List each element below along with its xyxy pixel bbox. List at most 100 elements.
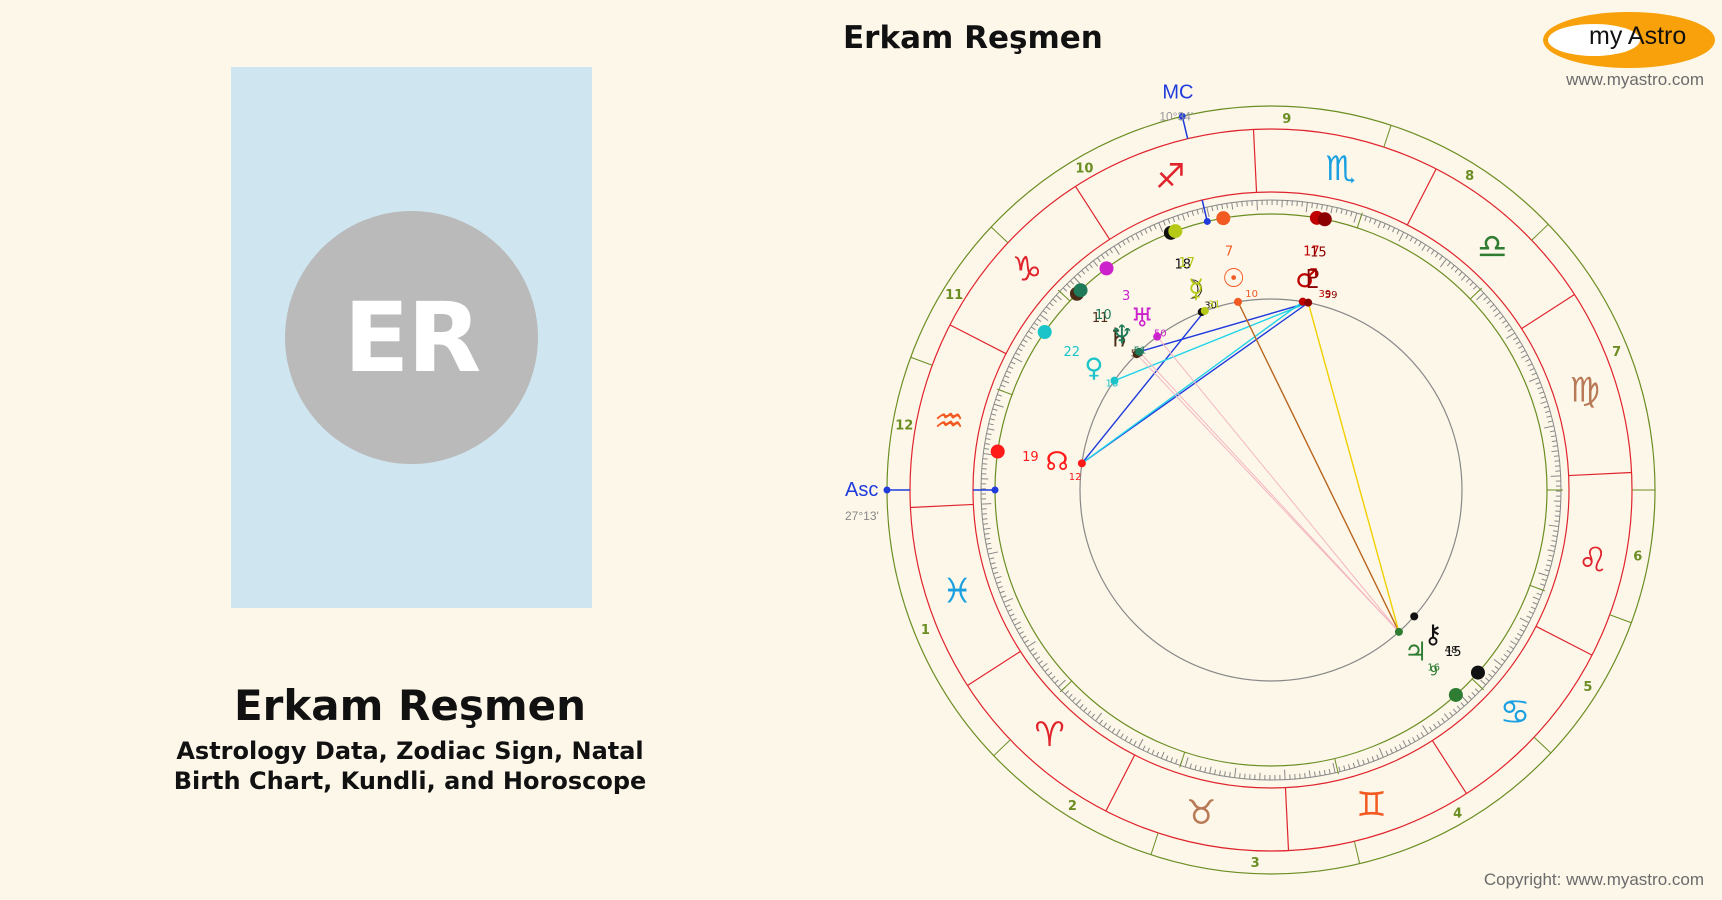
degree-tick	[989, 418, 995, 421]
degree-tick	[1421, 244, 1427, 251]
degree-tick	[1480, 679, 1487, 686]
degree-tick	[1454, 268, 1459, 273]
degree-tick	[992, 408, 998, 411]
degree-tick	[1458, 271, 1463, 276]
planet-degree: 7	[1225, 245, 1233, 260]
degree-tick	[1044, 668, 1050, 673]
degree-tick	[1503, 653, 1509, 658]
degree-tick	[983, 527, 991, 530]
degree-tick	[1117, 243, 1122, 248]
degree-tick	[1184, 757, 1189, 768]
degree-tick	[1488, 673, 1493, 678]
degree-tick	[1135, 233, 1140, 240]
degree-tick	[1377, 221, 1382, 229]
degree-tick	[1130, 235, 1135, 241]
degree-tick	[1441, 717, 1446, 723]
degree-tick	[1081, 270, 1086, 275]
degree-tick	[1057, 679, 1066, 688]
planet-degree: 19	[1022, 450, 1039, 465]
degree-tick	[1111, 728, 1116, 733]
degree-tick	[1054, 679, 1059, 684]
planet-minutes: 30	[1204, 301, 1217, 312]
mc-line	[1201, 199, 1209, 222]
degree-tick	[1420, 732, 1425, 737]
degree-tick	[1128, 738, 1133, 744]
degree-tick	[1353, 212, 1358, 223]
degree-tick	[1139, 230, 1144, 236]
sign-virgo-icon: ♍	[1570, 370, 1600, 410]
saturn-icon: ♄	[1107, 323, 1130, 353]
degree-tick	[1036, 318, 1042, 323]
mc-line	[1181, 116, 1189, 139]
degree-tick	[1030, 326, 1036, 331]
degree-tick	[1552, 535, 1558, 537]
degree-tick	[1006, 370, 1012, 374]
degree-tick	[982, 523, 989, 525]
degree-tick	[1529, 367, 1535, 372]
planet-degree: 11	[1092, 311, 1109, 326]
degree-tick	[1548, 554, 1554, 557]
degree-tick	[1509, 645, 1514, 650]
degree-tick	[1438, 255, 1443, 261]
degree-tick	[1064, 690, 1070, 695]
degree-tick	[1429, 726, 1433, 732]
degree-tick	[1546, 415, 1552, 418]
site-url-link[interactable]: www.myastro.com	[1566, 70, 1704, 89]
chart-title: Erkam Reşmen	[843, 20, 1103, 56]
degree-tick	[1085, 266, 1090, 272]
degree-tick	[991, 413, 997, 416]
degree-tick	[1079, 704, 1084, 709]
outer-house-ring	[886, 105, 1656, 875]
degree-tick	[1517, 633, 1522, 637]
myastro-logo[interactable]: my Astro	[1543, 12, 1715, 68]
sign-boundary	[1252, 129, 1258, 193]
degree-tick	[996, 394, 1003, 397]
pluto-icon: ♇	[1301, 265, 1324, 295]
degree-tick	[1229, 772, 1231, 778]
degree-tick	[1343, 765, 1346, 771]
degree-tick	[1498, 315, 1504, 320]
asc-marker	[883, 486, 891, 494]
degree-tick	[1394, 746, 1398, 752]
house-cusp-inner	[1469, 287, 1483, 300]
degree-tick	[1537, 386, 1543, 390]
planet-degree: 15	[1310, 246, 1327, 261]
degree-tick	[1452, 708, 1457, 714]
degree-tick	[1304, 772, 1306, 779]
degree-tick	[1526, 615, 1532, 619]
degree-tick	[1338, 766, 1341, 772]
house-cusp-inner	[1057, 289, 1071, 302]
degree-tick	[993, 403, 1004, 408]
degree-tick	[1553, 455, 1560, 457]
degree-tick	[1543, 425, 1554, 429]
degree-tick	[986, 542, 992, 545]
degree-tick	[1029, 648, 1035, 652]
degree-tick	[1308, 770, 1311, 778]
sign-boundary	[1521, 294, 1575, 330]
degree-tick	[1014, 621, 1021, 626]
degree-tick	[1142, 745, 1146, 751]
degree-tick	[1156, 751, 1160, 757]
degree-tick	[1069, 280, 1075, 285]
planet-minutes: 31	[1208, 299, 1221, 310]
degree-tick	[1209, 766, 1212, 774]
degree-tick	[1527, 363, 1533, 367]
degree-tick	[1021, 635, 1027, 639]
asc-marker	[991, 486, 999, 494]
house-number: 6	[1633, 549, 1642, 564]
degree-tick	[1148, 226, 1153, 232]
degree-tick	[1068, 693, 1073, 699]
degree-tick	[1066, 283, 1071, 289]
degree-tick	[1167, 218, 1171, 224]
degree-tick	[1501, 320, 1507, 324]
degree-tick	[1389, 748, 1394, 754]
degree-tick	[1206, 207, 1210, 218]
house-cusp-inner	[1334, 758, 1339, 775]
profile-name: Erkam Reşmen	[233, 681, 587, 730]
planet-minutes: 10	[1245, 289, 1258, 300]
degree-tick	[989, 557, 995, 560]
aspect-circle	[1079, 298, 1463, 682]
degree-tick	[1551, 540, 1557, 542]
copyright-text: Copyright: www.myastro.com	[1483, 870, 1704, 889]
degree-tick	[1376, 754, 1380, 760]
